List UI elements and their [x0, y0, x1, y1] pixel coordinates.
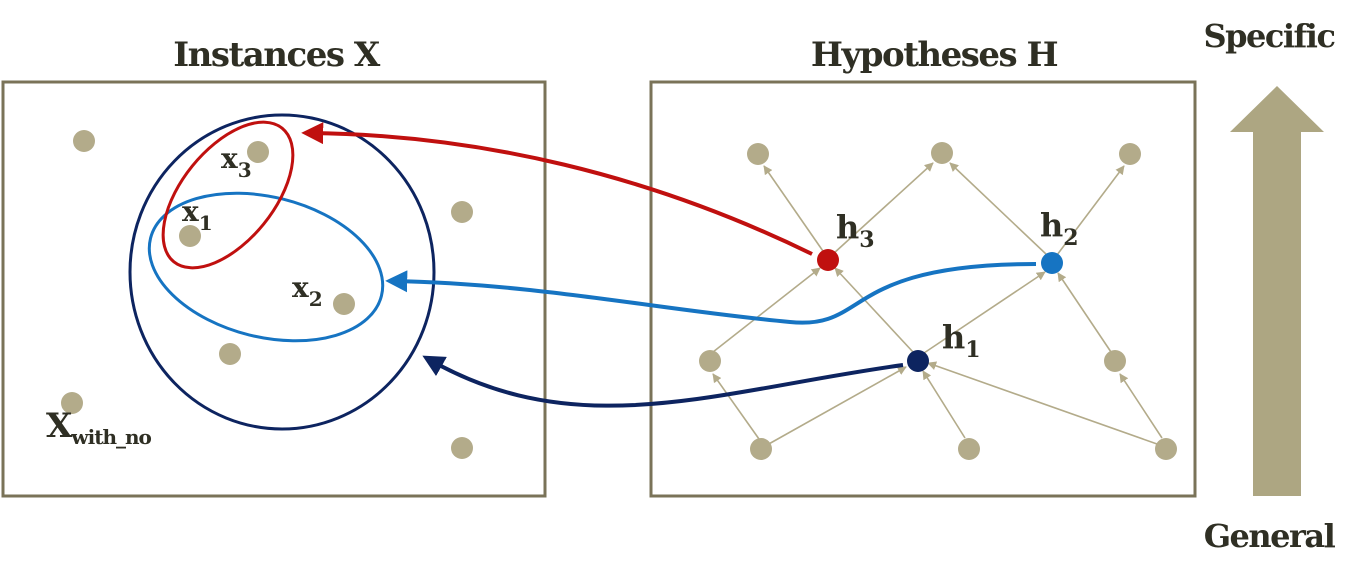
hypothesis-node: [958, 438, 980, 460]
lattice-edge: [766, 366, 907, 446]
lattice-edge: [922, 370, 966, 439]
hypothesis-node: [699, 350, 721, 372]
lattice-edge: [832, 162, 934, 255]
hypothesis-node: [750, 438, 772, 460]
instance-point-x3: [247, 141, 269, 163]
h1-node: [907, 350, 929, 372]
lattice-edge: [1057, 272, 1112, 353]
lattice-edge: [712, 373, 760, 440]
lattice-edge: [712, 267, 821, 353]
h2-coverage-set: [147, 191, 385, 343]
lattice-edge: [1056, 165, 1125, 256]
instance-point: [219, 343, 241, 365]
h2-mapping-arrow: [385, 262, 1037, 325]
lattice-edge: [923, 271, 1046, 354]
general-label: General: [1204, 517, 1336, 555]
h3-coverage-set: [161, 120, 295, 270]
instance-point: [451, 201, 473, 223]
h2-node: [1041, 252, 1063, 274]
instance-points: [61, 130, 473, 459]
hypothesis-node: [931, 142, 953, 164]
h3-mapping-arrow: [301, 122, 813, 256]
x3-label: x3: [221, 142, 252, 182]
hypotheses-title: Hypotheses H: [811, 35, 1058, 75]
generality-arrow: [1230, 86, 1324, 496]
instance-point: [451, 437, 473, 459]
lattice-edge: [763, 165, 826, 255]
hypothesis-node: [1104, 350, 1126, 372]
h1-mapping-arrow: [422, 355, 904, 408]
hypothesis-lattice-edges: [712, 162, 1163, 446]
h1-coverage-set: [128, 113, 436, 431]
specific-label: Specific: [1204, 17, 1336, 55]
h3-label: h3: [836, 208, 875, 253]
lattice-edge: [834, 267, 914, 353]
instances-box: [1, 80, 547, 498]
h2-label: h2: [1040, 206, 1079, 251]
h1-label: h1: [942, 318, 981, 363]
hypothesis-nodes: [699, 142, 1177, 460]
lattice-edge: [1119, 373, 1163, 439]
instance-point: [73, 130, 95, 152]
hypotheses-box: [649, 80, 1197, 498]
instance-point-x2: [333, 293, 355, 315]
instance-point: [61, 392, 83, 414]
hypothesis-node: [1155, 438, 1177, 460]
hypothesis-node: [747, 143, 769, 165]
instances-title: Instances X: [173, 35, 381, 75]
lattice-edge: [949, 162, 1048, 256]
h3-node: [817, 249, 839, 271]
lattice-edge: [927, 361, 1158, 445]
x1-label: x1: [182, 195, 213, 235]
xwithno-label: Xwith_no: [46, 406, 152, 449]
x2-label: x2: [292, 271, 323, 311]
hypothesis-node: [1119, 143, 1141, 165]
instance-point-x1: [179, 225, 201, 247]
